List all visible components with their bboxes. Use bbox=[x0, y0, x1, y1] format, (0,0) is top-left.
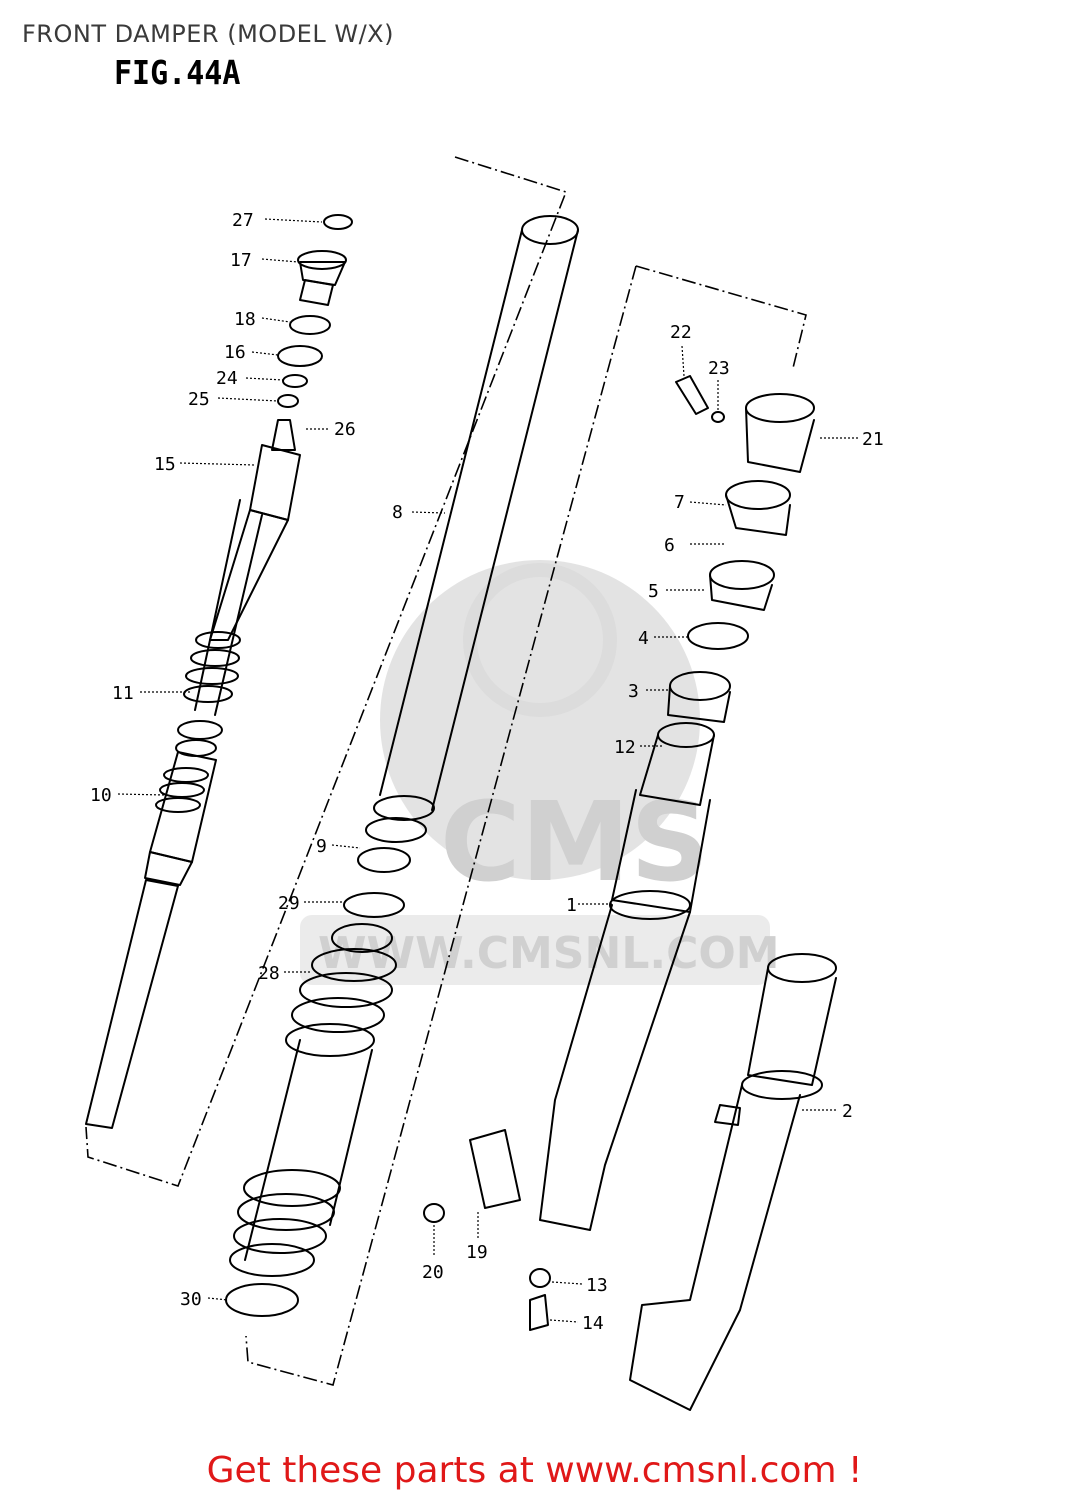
callout-26: 26 bbox=[334, 419, 356, 440]
callout-28: 28 bbox=[258, 963, 280, 984]
callout-13: 13 bbox=[586, 1275, 608, 1296]
page-title: FRONT DAMPER (MODEL W/X) bbox=[22, 20, 394, 48]
callout-7: 7 bbox=[674, 492, 685, 513]
callout-21: 21 bbox=[862, 429, 884, 450]
callout-29: 29 bbox=[278, 893, 300, 914]
watermark-logo: CMS bbox=[440, 778, 709, 906]
assembly-outlines bbox=[85, 156, 807, 1386]
callout-10: 10 bbox=[90, 785, 112, 806]
callout-15: 15 bbox=[154, 454, 176, 475]
callout-25: 25 bbox=[188, 389, 210, 410]
callout-4: 4 bbox=[638, 628, 649, 649]
callout-16: 16 bbox=[224, 342, 246, 363]
callout-23: 23 bbox=[708, 358, 730, 379]
outer-tube-assembly bbox=[225, 215, 579, 1317]
callout-17: 17 bbox=[230, 250, 252, 271]
callout-19: 19 bbox=[466, 1242, 488, 1263]
callout-numbers: 27 17 18 16 24 25 26 15 8 22 23 21 7 6 5… bbox=[90, 210, 884, 1334]
callout-8: 8 bbox=[392, 502, 403, 523]
callout-14: 14 bbox=[582, 1313, 604, 1334]
callout-1: 1 bbox=[566, 895, 577, 916]
callout-9: 9 bbox=[316, 836, 327, 857]
cta-link[interactable]: Get these parts at www.cmsnl.com ! bbox=[206, 1450, 863, 1491]
top-cap-parts bbox=[277, 214, 353, 408]
watermark-url: WWW.CMSNL.COM bbox=[318, 928, 780, 979]
callout-27: 27 bbox=[232, 210, 254, 231]
callout-30: 30 bbox=[180, 1289, 202, 1310]
callout-11: 11 bbox=[112, 683, 134, 704]
damper-rod-assembly bbox=[85, 419, 301, 1129]
callout-18: 18 bbox=[234, 309, 256, 330]
callout-2: 2 bbox=[842, 1101, 853, 1122]
callout-leaders bbox=[117, 218, 858, 1323]
callout-20: 20 bbox=[422, 1262, 444, 1283]
figure-label: FIG.44A bbox=[114, 54, 241, 93]
callout-12: 12 bbox=[614, 737, 636, 758]
callout-24: 24 bbox=[216, 368, 238, 389]
right-fork-assembly bbox=[423, 375, 837, 1411]
callout-22: 22 bbox=[670, 322, 692, 343]
callout-5: 5 bbox=[648, 581, 659, 602]
callout-3: 3 bbox=[628, 681, 639, 702]
callout-6: 6 bbox=[664, 535, 675, 556]
